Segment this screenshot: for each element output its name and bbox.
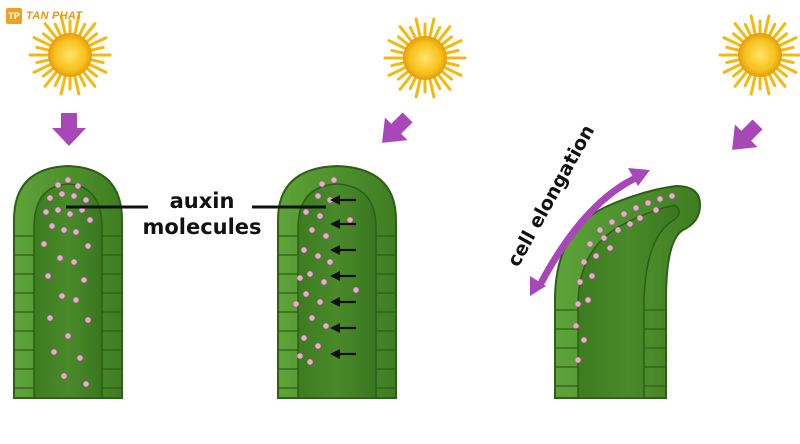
auxin-migration-arrow-icon: [330, 195, 356, 359]
shoot-tip-redistributed: [277, 164, 397, 399]
auxin-label-line2: molecules: [142, 215, 262, 239]
sun-icon: [28, 14, 112, 96]
logo-name: TAN PHAT: [26, 10, 83, 22]
sun-icon: [718, 14, 800, 96]
brand-logo: TP TAN PHAT: [6, 8, 82, 24]
sun-icon: [383, 17, 467, 99]
auxin-label-line1: auxin: [169, 189, 235, 213]
cell-elongation-arrow-icon: [530, 168, 650, 296]
auxin-molecules: [572, 192, 676, 364]
auxin-molecules: [40, 176, 94, 388]
light-direction-arrow-icon: [52, 113, 86, 146]
shoot-tip-bent: [554, 184, 702, 399]
light-direction-arrow-icon: [382, 112, 413, 143]
shoot-tip-uniform: [13, 164, 123, 399]
light-direction-arrow-icon: [732, 119, 763, 150]
logo-mark: TP: [6, 8, 22, 24]
auxin-molecules-label: auxin molecules: [132, 188, 272, 240]
auxin-molecules: [292, 176, 360, 366]
